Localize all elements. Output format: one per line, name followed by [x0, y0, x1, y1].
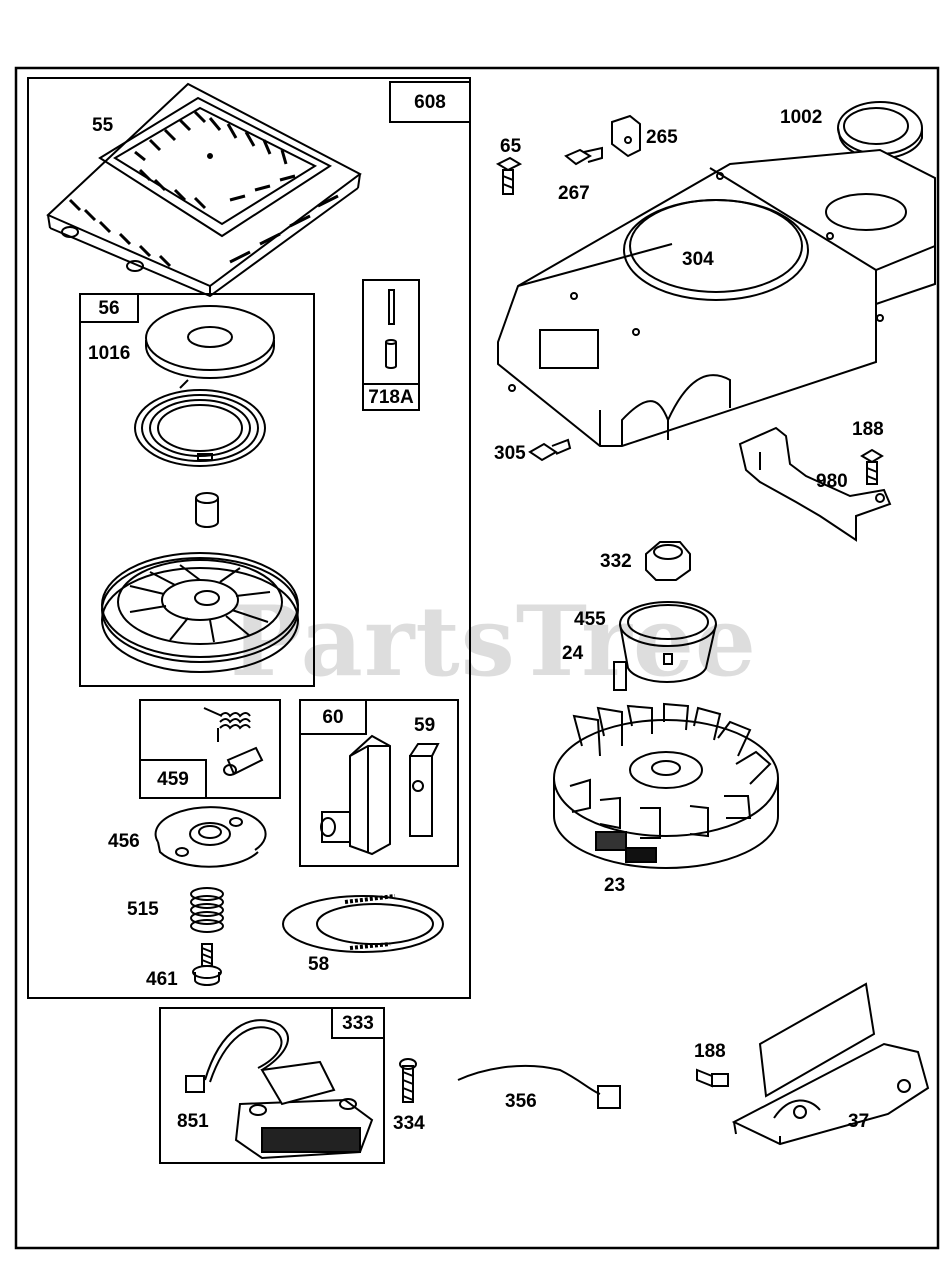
key-24-drawing: [613, 661, 627, 691]
baffle-37-drawing: [731, 982, 930, 1146]
label-305: 305: [494, 443, 526, 464]
label-456: 456: [108, 831, 140, 852]
label-265: 265: [646, 127, 678, 148]
label-59: 59: [414, 715, 436, 736]
clip-265-drawing: [611, 114, 641, 158]
cup-455-drawing: [619, 601, 717, 683]
handle-60-drawing: [320, 734, 440, 856]
flywheel-23-drawing: [553, 702, 779, 869]
label-455: 455: [574, 609, 606, 630]
label-58: 58: [308, 954, 330, 975]
bolt-188-lower-drawing: [696, 1068, 729, 1088]
housing-304-drawing: [497, 148, 936, 447]
label-24: 24: [562, 643, 584, 664]
label-304: 304: [682, 249, 714, 270]
box-56: [79, 293, 315, 687]
tag-60-box: [299, 699, 367, 735]
screw-267-drawing: [564, 146, 603, 166]
label-188-upper: 188: [852, 419, 884, 440]
box-333: [159, 1007, 385, 1164]
tag-608-box: [389, 81, 471, 123]
label-356: 356: [505, 1091, 537, 1112]
retainer-456-drawing: [154, 806, 267, 868]
label-334: 334: [393, 1113, 425, 1134]
label-718A: 718A: [368, 386, 414, 408]
screw-461-drawing: [192, 943, 222, 986]
label-333: 333: [342, 1012, 374, 1034]
label-56: 56: [98, 297, 120, 319]
spring-515-drawing: [190, 887, 224, 933]
screw-65-drawing: [495, 156, 523, 195]
box-459: [139, 699, 281, 799]
label-65: 65: [500, 136, 522, 157]
label-332: 332: [600, 551, 632, 572]
rope-58-drawing: [282, 894, 444, 953]
outer-frame: [14, 66, 940, 1250]
insert-drawing: [195, 492, 219, 528]
pawl-spring-drawing: [203, 707, 264, 776]
box-718A: [362, 279, 420, 411]
label-459: 459: [157, 768, 189, 790]
label-60: 60: [322, 706, 344, 728]
label-461: 461: [146, 969, 178, 990]
label-267: 267: [558, 183, 590, 204]
label-1002: 1002: [780, 107, 823, 128]
label-37: 37: [848, 1111, 870, 1132]
tag-333-box: [331, 1007, 385, 1039]
label-608: 608: [414, 91, 446, 113]
screw-334-drawing: [399, 1058, 417, 1103]
washer-1016-drawing: [145, 305, 275, 379]
box-60: [299, 699, 459, 867]
box-608: [27, 77, 471, 999]
wire-356-drawing: [457, 1064, 621, 1109]
cover-55-drawing: [46, 82, 362, 298]
nut-332-drawing: [645, 541, 691, 581]
label-55: 55: [92, 115, 114, 136]
tag-459-box: [139, 759, 207, 799]
bracket-980-drawing: [738, 426, 892, 542]
label-980: 980: [816, 471, 848, 492]
label-188-lower: 188: [694, 1041, 726, 1062]
label-851: 851: [177, 1111, 209, 1132]
label-515: 515: [127, 899, 159, 920]
pulley-drawing: [101, 552, 299, 673]
tag-56-box: [79, 293, 139, 323]
label-1016: 1016: [88, 343, 131, 364]
rewind-spring-drawing: [134, 379, 266, 467]
label-23: 23: [604, 875, 626, 896]
pins-718A-drawing: [385, 289, 397, 369]
bolt-188-upper-drawing: [860, 448, 884, 485]
armature-333-drawing: [185, 1019, 374, 1160]
screw-305-drawing: [528, 438, 572, 462]
